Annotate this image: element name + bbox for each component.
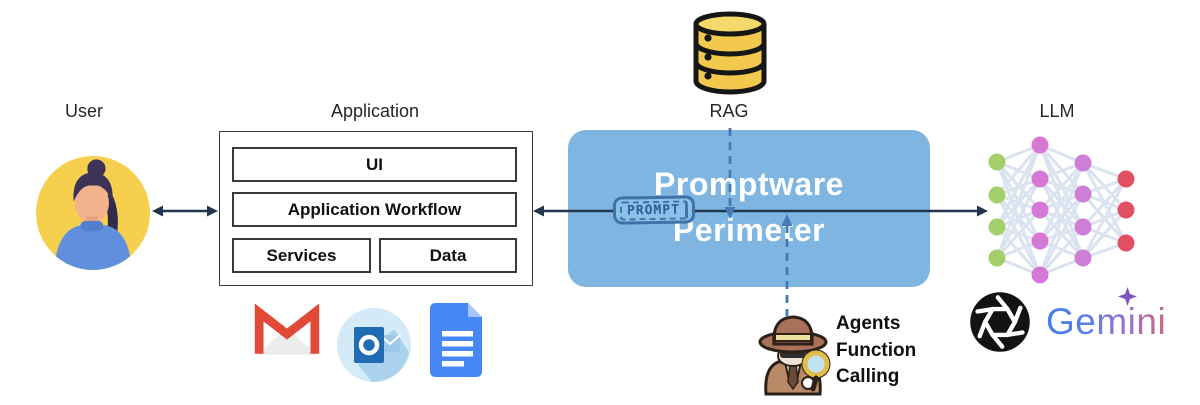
user-label: User [64,101,104,121]
llm-label: LLM [1039,101,1075,121]
data-box: Data [379,238,517,273]
promptware-title-line2: Perimeter [672,212,826,248]
gemini-sparkle-icon [1118,287,1137,306]
rag-database-icon [693,11,767,95]
application-box: UI Application Workflow Services Data [219,131,533,286]
google-docs-icon [430,303,482,377]
prompt-stamp-icon: PROMPT [612,195,696,225]
outlook-icon [337,308,411,383]
user-avatar-icon [36,156,150,270]
neural-network-icon [988,136,1135,284]
agents-label-line1: Agents [836,313,901,334]
agents-label: Agents Function Calling [836,311,916,391]
gmail-icon [254,304,320,355]
gemini-logo: Gemini [1046,301,1167,342]
rag-label: RAG [709,101,749,121]
agents-label-line2: Function [836,339,917,361]
ui-box: UI [232,147,517,182]
services-box: Services [232,238,371,273]
detective-agent-icon [758,315,831,396]
prompt-stamp-label: PROMPT [619,200,689,221]
promptware-title: Promptware Perimeter [568,130,930,253]
agents-label-line3: Calling [836,366,900,387]
user-application-arrow [152,205,218,217]
openai-logo-icon [970,292,1030,352]
application-workflow-box: Application Workflow [232,192,517,227]
application-label: Application [330,101,420,121]
